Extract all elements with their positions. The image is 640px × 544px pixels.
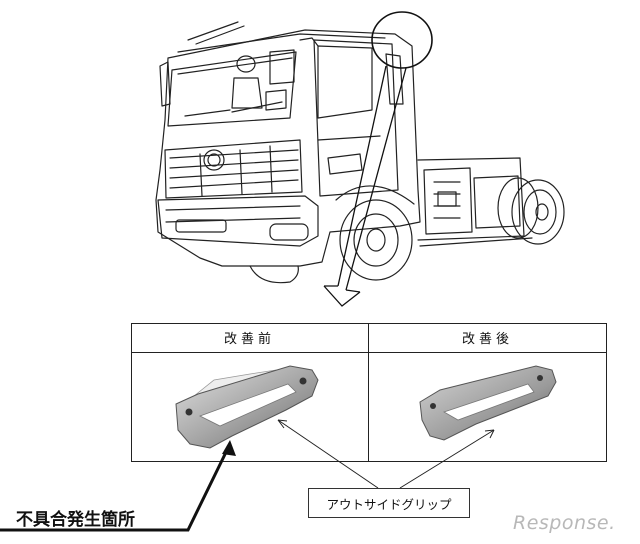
watermark-logo: Response.	[513, 512, 616, 534]
highlight-circle	[371, 11, 433, 69]
defect-location-label: 不具合発生箇所	[16, 510, 135, 530]
before-header: 改善前	[131, 323, 369, 353]
table-divider	[368, 352, 369, 462]
part-name-callout: アウトサイドグリップ	[308, 488, 470, 518]
pointer-arrow	[323, 65, 407, 307]
after-header: 改善後	[368, 323, 607, 353]
